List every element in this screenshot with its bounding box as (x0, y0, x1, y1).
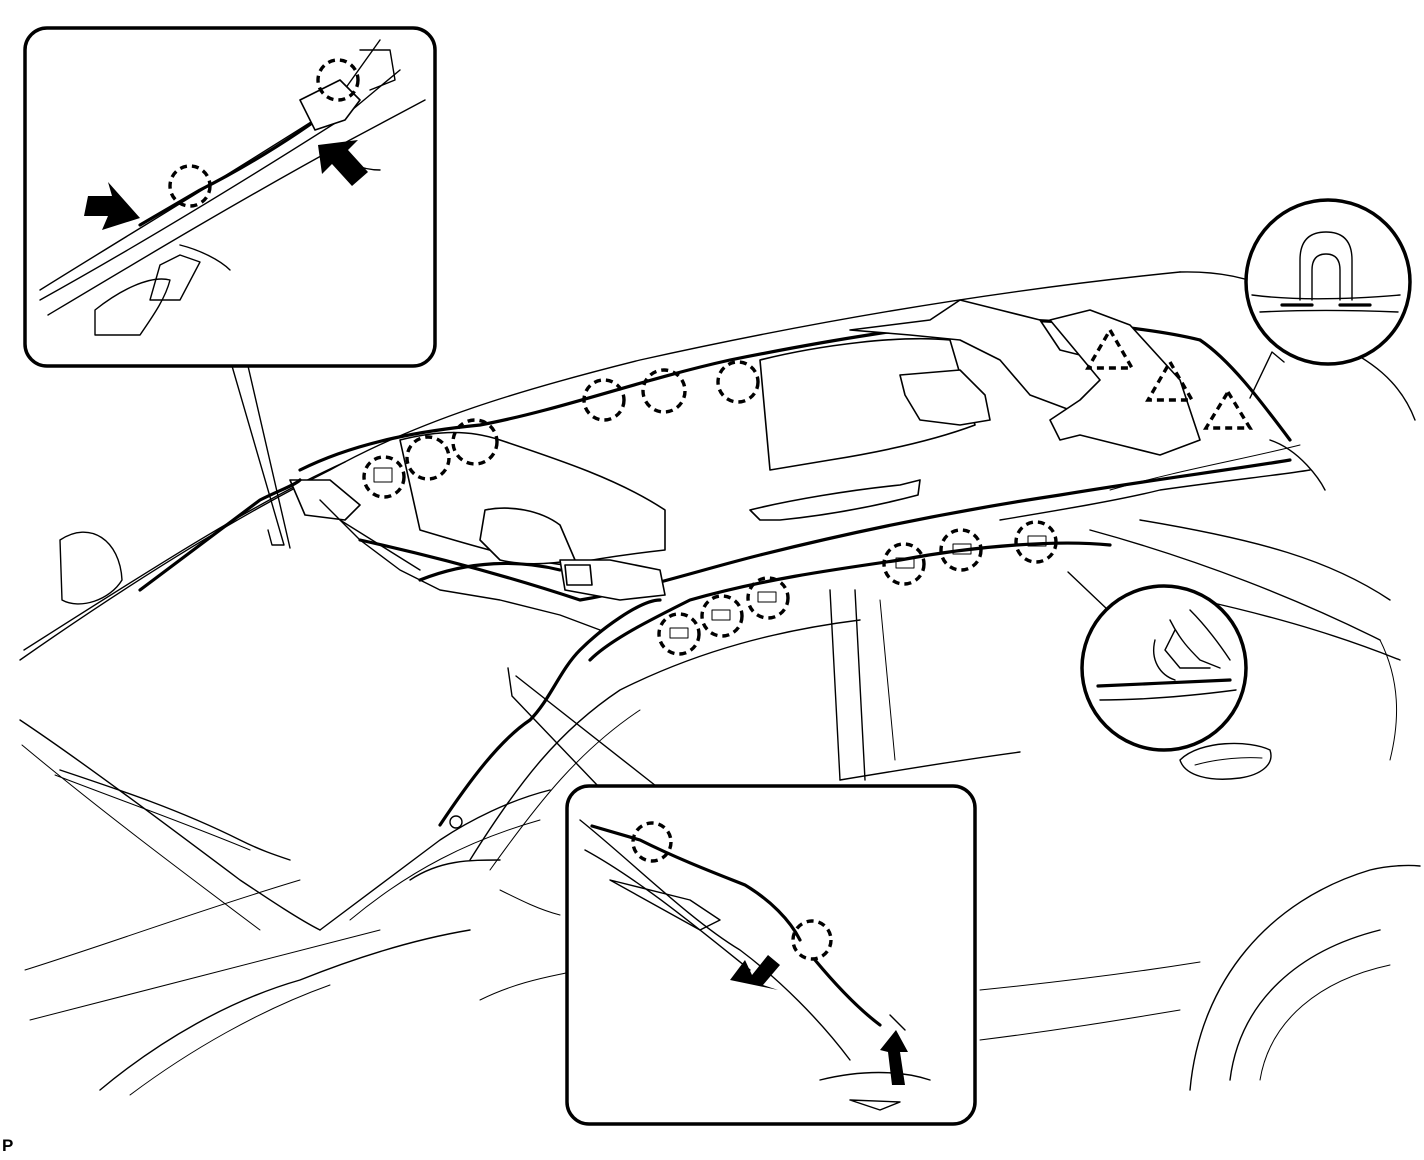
clip-section-detail-callout (1244, 198, 1412, 399)
sunroof-panel (759, 337, 976, 471)
arrow-icon (318, 140, 368, 186)
front-pillar-detail-callout (23, 26, 437, 549)
center-pillar-detail-callout (507, 667, 977, 1126)
arrow-icon (880, 1030, 908, 1085)
car-body-outline (19, 271, 1421, 1096)
arrow-icon (730, 955, 780, 990)
figure-code-label: P (2, 1136, 14, 1155)
headliner-panel (138, 299, 1292, 829)
roof-edge-section-detail-callout (1067, 571, 1248, 752)
arrow-icon (84, 182, 140, 230)
dashed-triangle-clips (1085, 326, 1254, 430)
dashed-circle-clips (362, 360, 1058, 656)
